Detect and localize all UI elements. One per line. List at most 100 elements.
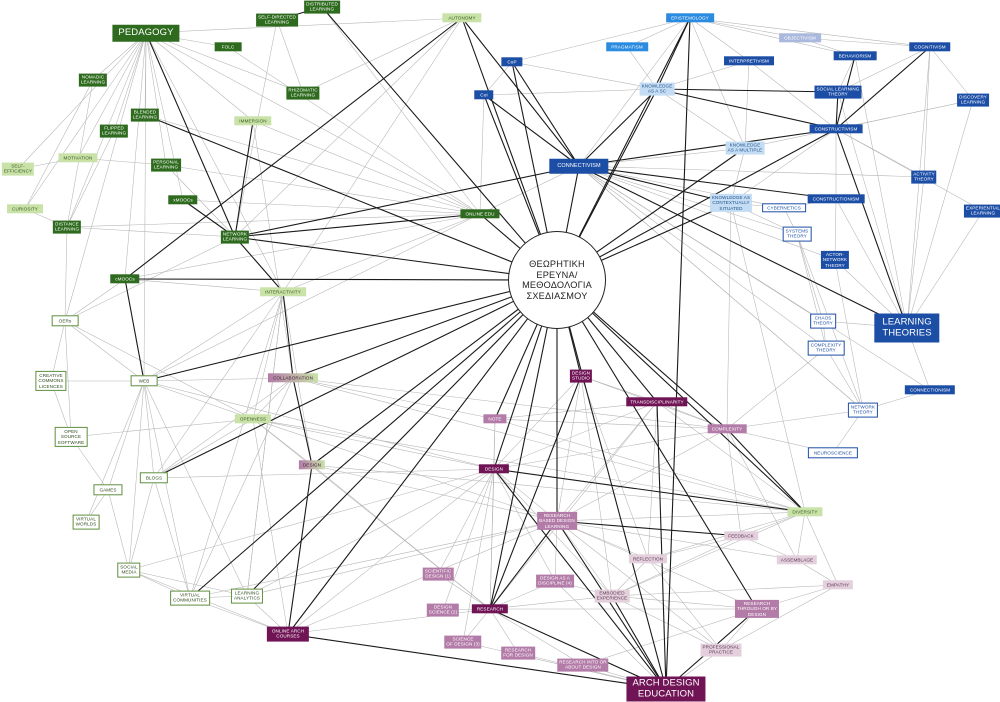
- edge-dark-network_learning-online_edu: [234, 213, 481, 238]
- node-interactivity[interactable]: INTERACTIVITY: [260, 287, 306, 297]
- node-nomadic-learning[interactable]: NOMADIC LEARNING: [78, 73, 108, 87]
- node-web[interactable]: WEB: [130, 375, 158, 387]
- node-learning-analytics[interactable]: LEARNING ANALYTICS: [230, 588, 264, 604]
- node-behaviorism[interactable]: BEHAVIORISM: [833, 51, 877, 61]
- node-online-arch-courses[interactable]: ONLINE ARCH COURSES: [266, 626, 310, 642]
- node-neuroscience[interactable]: NEUROSCIENCE: [807, 447, 859, 459]
- edge-light-autonomy-interactivity: [282, 17, 463, 293]
- edge-light-immersion-online_edu: [252, 120, 481, 215]
- node-cop[interactable]: CoP: [501, 57, 523, 67]
- node-research-for-design[interactable]: RESEARCH FOR DESIGN: [501, 646, 535, 660]
- node-design-studio[interactable]: DESIGN STUDIO: [569, 369, 593, 383]
- node-science-of-design-3[interactable]: SCIENCE OF DESIGN (3): [444, 635, 482, 649]
- node-embodied-experience[interactable]: EMBODIED EXPERIENCE: [594, 589, 630, 603]
- node-openness[interactable]: OPENNESS: [234, 414, 272, 424]
- node-social-learning-theory[interactable]: SOCIAL LEARNING THEORY: [814, 85, 862, 99]
- node-distance-learning[interactable]: DISTANCE LEARNING: [52, 220, 82, 234]
- node-knowledge-as-a-multiple[interactable]: KNOWLEDGE AS A MULTIPLE: [725, 141, 765, 155]
- node-self-directed-learning[interactable]: SELF-DIRECTED LEARNING: [256, 13, 298, 27]
- node-xmoocs[interactable]: xMOOCs: [168, 195, 198, 205]
- node-folc[interactable]: FOLC: [214, 42, 242, 52]
- node-network-learning[interactable]: NETWORK LEARNING: [220, 230, 250, 244]
- node-immersion[interactable]: IMMERSION: [234, 116, 272, 126]
- node-research-through-or-by-design[interactable]: RESEARCH THROUGH OR BY DESIGN: [734, 599, 780, 619]
- node-professional-practice[interactable]: PROFESSIONAL PRACTICE: [700, 643, 742, 657]
- node-arch-design-education[interactable]: ARCH DESIGN EDUCATION: [626, 676, 706, 702]
- edge-light-self_directed-network_learning: [234, 19, 278, 238]
- node-objectivism[interactable]: OBJECTIVISM: [779, 33, 821, 43]
- node-blended-learning[interactable]: BLENDED LEARNING: [130, 108, 160, 122]
- node-knowledge-as-a-sc[interactable]: KNOWLEDGE AS A SC: [639, 82, 675, 96]
- node-oers[interactable]: OERs: [51, 315, 79, 327]
- node-self-efficiency[interactable]: SELF- EFFICIENCY: [1, 162, 35, 176]
- node-virtual-communities[interactable]: VIRTUAL COMMUNITIES: [170, 590, 210, 606]
- node-constructivism[interactable]: CONSTRUCTIVISM: [809, 124, 863, 134]
- node-note[interactable]: NOTE: [483, 414, 507, 424]
- node-motivation[interactable]: MOTIVATION: [58, 153, 98, 163]
- node-scientific-design-1[interactable]: SCIENTIFIC DESIGN (1): [422, 567, 454, 581]
- edge-light-immersion-collaboration: [252, 120, 294, 379]
- node-activity-theory[interactable]: ACTIVITY THEORY: [911, 170, 937, 184]
- edge-light-web-design: [143, 380, 495, 470]
- node-experiential-learning[interactable]: EXPERIENTIAL LEARNING: [963, 204, 1000, 218]
- edge-light-design_studio-reflection: [580, 375, 649, 560]
- center-hub-node[interactable]: ΘΕΩΡΗΤΙΚΗ ΕΡΕΥΝΑ/ ΜΕΘΟΔΟΛΟΓΙΑ ΣΧΕΔΙΑΣΜΟΥ: [508, 231, 606, 329]
- node-complexity-theory[interactable]: COMPLEXITY THEORY: [807, 340, 845, 356]
- node-pragmatism[interactable]: PRAGMATISM: [606, 42, 648, 52]
- node-reflection[interactable]: REFLECTION: [628, 554, 668, 564]
- node-research-based-design-learning[interactable]: RESEARCH BASED DESIGN LEARNING: [537, 511, 577, 531]
- edge-dark-rbdl-arch_design: [556, 520, 667, 690]
- node-complexity[interactable]: COMPLEXITY: [707, 424, 747, 434]
- node-connectivism[interactable]: CONNECTIVISM: [549, 158, 609, 174]
- node-systems-theory[interactable]: SYSTEMS THEORY: [782, 226, 812, 242]
- node-design-science-2[interactable]: DESIGN SCIENCE (2): [426, 603, 460, 617]
- node-cmoocs[interactable]: cMOOCs: [110, 274, 140, 284]
- node-diversity[interactable]: DIVERSITY: [787, 507, 823, 517]
- node-knowledge-as-contextually-situated[interactable]: KNOWLEDGE AS CONTEXTUALLY SITUATED: [709, 193, 753, 213]
- node-autonomy[interactable]: AUTONOMY: [442, 13, 482, 23]
- node-cognitivism[interactable]: COGNITIVISM: [909, 42, 951, 52]
- node-feedback[interactable]: FEEDBACK: [724, 531, 758, 541]
- node-connectionism[interactable]: CONNECTIONISM: [904, 385, 956, 395]
- center-hub-label: ΘΕΩΡΗΤΙΚΗ ΕΡΕΥΝΑ/ ΜΕΘΟΔΟΛΟΓΙΑ ΣΧΕΔΙΑΣΜΟΥ: [522, 259, 592, 301]
- node-personal-learning[interactable]: PERSONAL LEARNING: [151, 158, 181, 172]
- node-transdisciplinarity[interactable]: TRANSDISCIPLINARITY: [626, 397, 688, 407]
- node-research[interactable]: RESEARCH: [471, 604, 509, 614]
- edge-light-openness-collaboration: [252, 377, 294, 420]
- node-design-as-a-discipline-4[interactable]: DESIGN AS A DISCIPLINE (4): [536, 574, 574, 588]
- node-pedagogy[interactable]: PEDAGOGY: [112, 24, 180, 42]
- node-flipped-learning[interactable]: FLIPPED LEARNING: [99, 124, 129, 138]
- node-discovery-learning[interactable]: DISCOVERY LEARNING: [957, 93, 989, 107]
- node-epistemology[interactable]: EPISTEMOLOGY: [666, 13, 714, 23]
- edge-light-embodied-research_through: [611, 595, 758, 610]
- node-online-edu[interactable]: ONLINE EDU: [460, 209, 500, 219]
- node-kinship[interactable]: DESIGN: [298, 460, 326, 470]
- node-social-media[interactable]: SOCIAL MEDIA: [117, 562, 141, 578]
- edge-light-ant-network_theory: [834, 259, 864, 411]
- node-design[interactable]: DESIGN: [478, 464, 510, 474]
- node-chaos-theory[interactable]: CHAOS THEORY: [810, 313, 836, 329]
- edge-dark-center-distributed: [321, 6, 558, 281]
- node-actor-network-theory[interactable]: ACTOR- NETWORK THEORY: [820, 250, 850, 270]
- edge-light-flipped-distance: [66, 130, 115, 228]
- node-rhizomatic-learning[interactable]: RHIZOMATIC LEARNING: [286, 86, 320, 100]
- node-cybernetics[interactable]: CYBERNETICS: [762, 203, 806, 213]
- node-assemblage[interactable]: ASSEMBLAGE: [776, 555, 818, 565]
- node-constructionism[interactable]: CONSTRUCTIONISM: [807, 194, 865, 204]
- node-network-theory[interactable]: NETWORK THEORY: [847, 402, 879, 418]
- node-collaboration[interactable]: COLLABORATION: [267, 373, 319, 383]
- edge-light-complexity-rbdl: [556, 428, 728, 522]
- node-blogs[interactable]: BLOGS: [139, 472, 169, 484]
- node-coi[interactable]: CoI: [474, 90, 494, 100]
- node-empathy[interactable]: EMPATHY: [822, 580, 854, 590]
- node-virtual-worlds[interactable]: VIRTUAL WORLDS: [72, 514, 100, 530]
- node-research-into-or-about-design[interactable]: RESEARCH INTO OR ABOUT DESIGN: [557, 658, 609, 672]
- node-distributed-learning[interactable]: DISTRIBUTED LEARNING: [304, 0, 340, 14]
- edge-light-virtual_communities-rbdl: [189, 520, 558, 599]
- node-games[interactable]: GAMES: [93, 484, 123, 496]
- node-learning-theories[interactable]: LEARNING THEORIES: [874, 313, 940, 343]
- node-interpretivism[interactable]: INTERPRETIVISM: [724, 56, 774, 66]
- node-curiosity[interactable]: CURIOSITY: [7, 204, 43, 214]
- node-creative-commons-licences[interactable]: CREATIVE COMMONS LICENCES: [35, 370, 67, 392]
- node-open-source-software[interactable]: OPEN SOURCE SOFTWARE: [54, 426, 88, 448]
